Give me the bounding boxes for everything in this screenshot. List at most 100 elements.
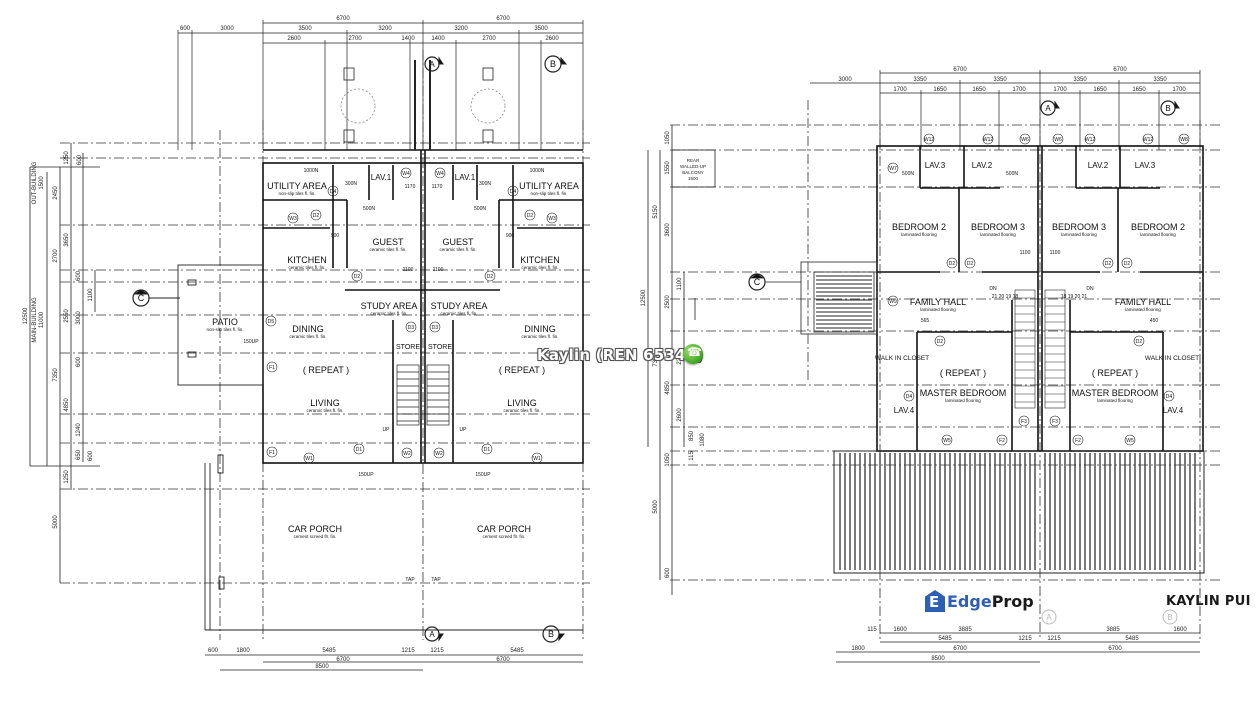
svg-text:3600: 3600 <box>665 223 671 237</box>
svg-text:laminated flooring: laminated flooring <box>980 232 1016 237</box>
svg-text:F1: F1 <box>269 450 275 456</box>
svg-text:1700: 1700 <box>893 87 907 93</box>
svg-text:D2: D2 <box>967 261 974 267</box>
svg-text:2600: 2600 <box>287 36 301 42</box>
ff-bottom-dim-labels: 115 1600 3885 3885 1600 5485 1215 1215 5… <box>851 627 1187 662</box>
svg-text:MASTER BEDROOM: MASTER BEDROOM <box>1072 388 1159 398</box>
svg-text:LIVING: LIVING <box>310 398 340 408</box>
svg-text:A: A <box>429 630 435 639</box>
svg-text:1000N: 1000N <box>530 168 545 174</box>
svg-text:1550: 1550 <box>665 161 671 175</box>
svg-text:OUT-BUILDING: OUT-BUILDING <box>32 161 38 204</box>
svg-text:150UP: 150UP <box>358 472 374 478</box>
svg-text:WALLED-UP: WALLED-UP <box>680 164 706 169</box>
svg-text:1100: 1100 <box>433 267 444 273</box>
svg-text:3200: 3200 <box>454 26 468 32</box>
svg-text:W3: W3 <box>289 216 297 222</box>
svg-text:1250: 1250 <box>64 151 70 165</box>
svg-text:D4: D4 <box>1166 394 1173 400</box>
svg-text:BALCONY: BALCONY <box>682 170 704 175</box>
svg-text:1050: 1050 <box>665 131 671 145</box>
svg-text:BEDROOM 3: BEDROOM 3 <box>971 222 1025 232</box>
svg-text:cement screed flr. fin.: cement screed flr. fin. <box>483 534 526 539</box>
svg-text:W3: W3 <box>548 216 556 222</box>
svg-text:600: 600 <box>208 648 219 654</box>
svg-text:1400: 1400 <box>431 36 445 42</box>
svg-text:DN: DN <box>989 286 997 292</box>
svg-text:3650: 3650 <box>64 233 70 247</box>
svg-text:300N: 300N <box>479 181 491 187</box>
svg-text:F3: F3 <box>1021 419 1027 425</box>
ff-staircase <box>1014 289 1066 409</box>
svg-text:KITCHEN: KITCHEN <box>287 255 327 265</box>
svg-text:W12: W12 <box>1143 137 1154 143</box>
svg-text:ceramic tiles fl. fin.: ceramic tiles fl. fin. <box>370 311 407 316</box>
svg-text:STORE: STORE <box>396 344 420 351</box>
svg-text:150UP: 150UP <box>243 339 259 345</box>
svg-text:5000: 5000 <box>53 515 59 529</box>
svg-text:3000: 3000 <box>838 77 852 83</box>
svg-text:STORE: STORE <box>428 344 452 351</box>
svg-text:1700: 1700 <box>1172 87 1186 93</box>
svg-text:W8: W8 <box>1180 137 1188 143</box>
svg-text:( REPEAT ): ( REPEAT ) <box>940 368 986 378</box>
svg-text:500N: 500N <box>1006 171 1018 177</box>
svg-text:A: A <box>1045 104 1051 113</box>
svg-text:D2: D2 <box>937 339 944 345</box>
agent-watermark: Kaylin (REN 65347) <box>537 346 704 364</box>
svg-text:ceramic tiles fl. fin.: ceramic tiles fl. fin. <box>306 408 343 413</box>
svg-text:W2: W2 <box>403 451 411 457</box>
svg-text:600: 600 <box>76 270 82 281</box>
svg-text:laminated flooring: laminated flooring <box>945 398 981 403</box>
svg-text:18 19 20 21: 18 19 20 21 <box>1061 294 1088 300</box>
svg-text:REAR: REAR <box>687 158 700 163</box>
svg-text:ceramic tiles fl. fin.: ceramic tiles fl. fin. <box>289 334 326 339</box>
svg-text:850: 850 <box>689 430 695 441</box>
svg-text:2250: 2250 <box>677 351 683 365</box>
svg-text:900: 900 <box>506 233 515 239</box>
svg-text:W6: W6 <box>1021 137 1029 143</box>
svg-text:cement screed flr. fin.: cement screed flr. fin. <box>294 534 337 539</box>
house-logo-icon <box>925 590 945 612</box>
gf-car-porch <box>204 454 583 631</box>
svg-text:W1: W1 <box>305 456 313 462</box>
svg-text:TAP: TAP <box>405 577 415 583</box>
svg-text:150UP: 150UP <box>475 472 491 478</box>
svg-text:C: C <box>138 293 145 303</box>
svg-text:CAR PORCH: CAR PORCH <box>288 524 342 534</box>
svg-text:1600: 1600 <box>1173 627 1187 633</box>
svg-text:5485: 5485 <box>322 648 336 654</box>
svg-text:3350: 3350 <box>993 77 1007 83</box>
svg-text:115: 115 <box>689 451 695 461</box>
gf-bottom-dim-labels: 600 1800 5485 1215 1215 5485 6700 6700 8… <box>208 648 524 670</box>
svg-text:W5: W5 <box>1126 438 1134 444</box>
svg-text:3885: 3885 <box>958 627 972 633</box>
svg-text:D2: D2 <box>354 274 361 280</box>
svg-text:600: 600 <box>88 450 94 461</box>
svg-text:A: A <box>1046 613 1052 622</box>
svg-text:BEDROOM 2: BEDROOM 2 <box>1131 222 1185 232</box>
svg-text:W12: W12 <box>1085 137 1096 143</box>
svg-text:500N: 500N <box>474 206 486 212</box>
svg-text:B: B <box>1165 104 1170 113</box>
svg-text:D1: D1 <box>356 447 363 453</box>
svg-text:6700: 6700 <box>1113 67 1127 73</box>
svg-text:21 20 19 18: 21 20 19 18 <box>992 294 1019 300</box>
svg-text:5150: 5150 <box>653 205 659 219</box>
svg-text:GUEST: GUEST <box>372 237 404 247</box>
svg-text:5485: 5485 <box>510 648 524 654</box>
svg-text:ceramic tiles fl. fin.: ceramic tiles fl. fin. <box>440 311 477 316</box>
svg-text:laminated flooring: laminated flooring <box>1097 398 1133 403</box>
ff-porch-roof <box>833 450 1205 574</box>
svg-text:2700: 2700 <box>348 36 362 42</box>
svg-text:4850: 4850 <box>64 398 70 412</box>
svg-text:GUEST: GUEST <box>442 237 474 247</box>
svg-text:PATIO: PATIO <box>212 317 238 327</box>
svg-text:F3: F3 <box>1052 419 1058 425</box>
svg-text:450: 450 <box>1150 318 1159 324</box>
svg-text:LAV.2: LAV.2 <box>972 161 993 170</box>
svg-text:1100: 1100 <box>1020 250 1031 256</box>
gf-left-dim-labels: 1250 600 OUT-BUILDING 1500 2450 2700 365… <box>23 151 94 529</box>
ff-side-balcony: C <box>748 261 878 335</box>
svg-text:2700: 2700 <box>53 249 59 263</box>
